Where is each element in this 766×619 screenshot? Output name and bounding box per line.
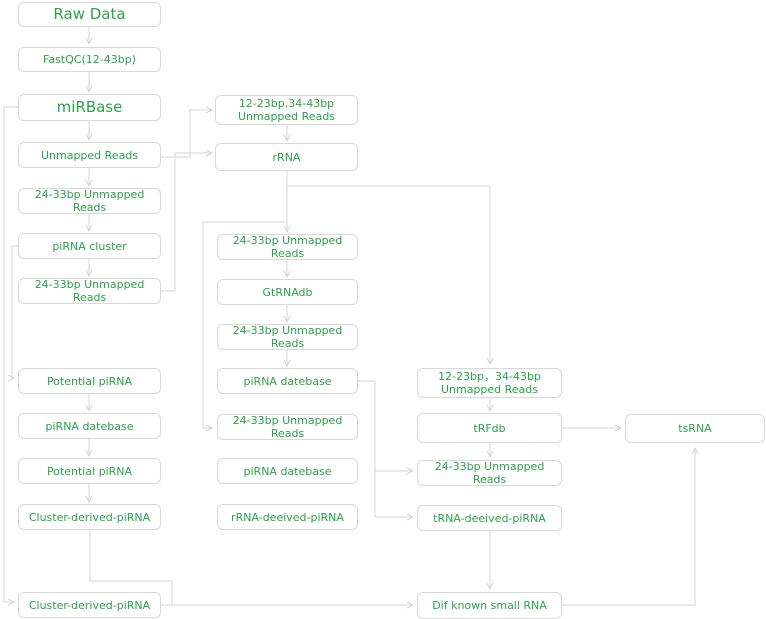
node-pirna-datebase-left: piRNA datebase — [18, 413, 161, 439]
connector-pirnacluster-potential1 — [7, 245, 18, 382]
node-pirna-cluster: piRNA cluster — [18, 233, 161, 259]
node-24-33bp-unmapped-2: 24-33bp Unmapped Reads — [18, 278, 161, 304]
node-fastqc: FastQC(12-43bp) — [18, 47, 161, 72]
connector-mirbase-clusterderived2 — [3, 106, 18, 606]
connector-rrna-1223right — [287, 185, 494, 365]
node-24-33bp-unmapped-1: 24-33bp Unmapped Reads — [18, 188, 161, 214]
node-12-23bp-34-43bp-unmapped-mid: 12-23bp,34-43bp Unmapped Reads — [215, 95, 358, 125]
node-mirbase: miRBase — [18, 94, 161, 121]
node-cluster-derived-pirna-2: Cluster-derived-piRNA — [18, 592, 161, 618]
node-unmapped-reads: Unmapped Reads — [18, 142, 161, 168]
node-pirna-datebase-mid-2: piRNA datebase — [217, 458, 358, 484]
node-24-33bp-unmapped-4: 24-33bp Unmapped Reads — [217, 324, 358, 350]
connector-pirnadbmid1-trunk — [358, 380, 376, 517]
node-rrna: rRNA — [215, 143, 358, 171]
node-gtrnadb: GtRNAdb — [217, 279, 358, 305]
connector-2433b-rrna — [161, 149, 213, 292]
node-pirna-datebase-mid-1: piRNA datebase — [217, 368, 358, 394]
node-24-33bp-unmapped-5: 24-33bp Unmapped Reads — [217, 414, 358, 440]
node-trfdb: tRFdb — [417, 413, 562, 443]
node-trna-deeived-pirna: tRNA-deeived-piRNA — [417, 505, 562, 531]
connector-rrna-2433e — [202, 221, 287, 432]
connector-clusterderived1-merge — [89, 530, 173, 604]
node-cluster-derived-pirna-1: Cluster-derived-piRNA — [18, 504, 161, 530]
node-tsrna: tsRNA — [625, 414, 765, 443]
connector-difknown-tsrna — [562, 447, 699, 606]
connector-unmapped-1223mid — [161, 106, 213, 158]
node-24-33bp-unmapped-6: 24-33bp Unmapped Reads — [417, 460, 562, 486]
node-potential-pirna-2: Potential piRNA — [18, 458, 161, 484]
node-24-33bp-unmapped-3: 24-33bp Unmapped Reads — [217, 234, 358, 260]
node-dif-known-small-rna: Dif known small RNA — [417, 592, 562, 619]
node-potential-pirna-1: Potential piRNA — [18, 368, 161, 394]
node-12-23bp-34-43bp-unmapped-right: 12-23bp，34-43bp Unmapped Reads — [417, 368, 562, 398]
node-rrna-deeived-pirna: rRNA-deeived-piRNA — [217, 504, 358, 530]
node-raw-data: Raw Data — [18, 2, 161, 27]
